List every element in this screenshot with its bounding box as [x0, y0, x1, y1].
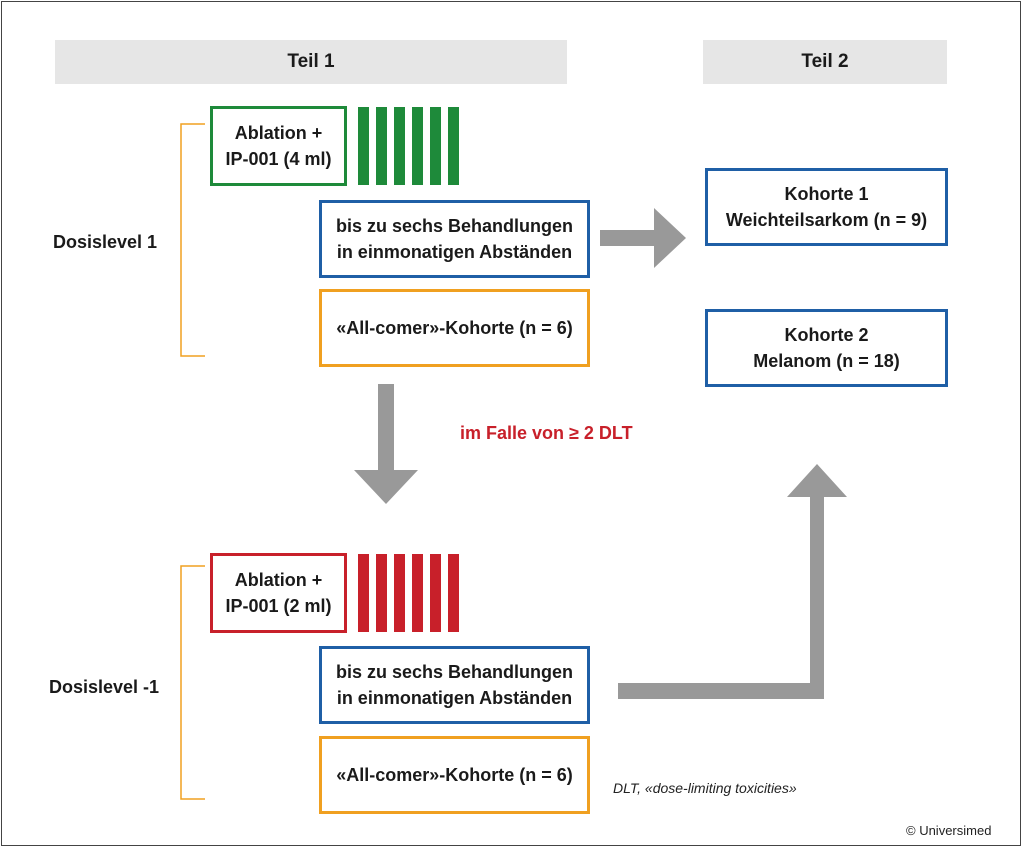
teil2-cohort1-line1: Kohorte 1	[784, 184, 869, 204]
level1-treatment-bar	[394, 107, 405, 185]
teil2-cohort1-line2: Weichteilsarkom (n = 9)	[725, 210, 928, 230]
arrow-down-to-level-minus1	[354, 384, 418, 504]
teil2-cohort1-box: Kohorte 1 Weichteilsarkom (n = 9)	[705, 168, 948, 246]
level1-ablation-line2: IP-001 (4 ml)	[225, 149, 332, 169]
level-minus1-label: Dosislevel -1	[49, 677, 160, 697]
level-minus1-treatment-bar	[376, 554, 387, 632]
level1-label: Dosislevel 1	[53, 232, 158, 252]
level-minus1-treatment-bar	[358, 554, 369, 632]
level1-treatment-bar	[358, 107, 369, 185]
level1-bracket	[180, 123, 205, 357]
level1-treatment-line1: bis zu sechs Behandlungen	[335, 216, 574, 236]
level1-treatment-bar	[448, 107, 459, 185]
level-minus1-treatment-box: bis zu sechs Behandlungen in einmonatige…	[319, 646, 590, 724]
level-minus1-ablation-box: Ablation + IP-001 (2 ml)	[210, 553, 347, 633]
teil2-header-text: Teil 2	[801, 51, 849, 72]
condition-label: im Falle von ≥ 2 DLT	[460, 423, 633, 443]
level-minus1-treatment-bar	[430, 554, 441, 632]
arrow-up-to-teil2	[618, 464, 847, 699]
teil1-header: Teil 1	[55, 40, 567, 84]
level1-treatment-bar	[412, 107, 423, 185]
teil2-cohort2-box: Kohorte 2 Melanom (n = 18)	[705, 309, 948, 387]
copyright: © Universimed	[906, 823, 992, 838]
level1-treatment-line2: in einmonatigen Abständen	[336, 242, 573, 262]
level-minus1-treatment-bars	[358, 554, 459, 632]
arrow-right-to-teil2	[600, 208, 686, 268]
teil1-header-text: Teil 1	[287, 51, 335, 72]
level-minus1-treatment-bar	[412, 554, 423, 632]
level-minus1-treatment-bar	[394, 554, 405, 632]
teil2-header: Teil 2	[703, 40, 947, 84]
footnote: DLT, «dose-limiting toxicities»	[613, 780, 797, 796]
level-minus1-treatment-line2: in einmonatigen Abständen	[336, 688, 573, 708]
level-minus1-cohort-box: «All-comer»-Kohorte (n = 6)	[319, 736, 590, 814]
level-minus1-ablation-line1: Ablation +	[234, 570, 323, 590]
level1-treatment-bar	[430, 107, 441, 185]
level1-cohort-box: «All-comer»-Kohorte (n = 6)	[319, 289, 590, 367]
level1-treatment-bars	[358, 107, 459, 185]
level1-treatment-box: bis zu sechs Behandlungen in einmonatige…	[319, 200, 590, 278]
teil2-cohort2-line1: Kohorte 2	[784, 325, 869, 345]
level-minus1-treatment-line1: bis zu sechs Behandlungen	[335, 662, 574, 682]
level1-ablation-box: Ablation + IP-001 (4 ml)	[210, 106, 347, 186]
level-minus1-bracket	[180, 565, 205, 800]
level1-treatment-bar	[376, 107, 387, 185]
level-minus1-cohort-text: «All-comer»-Kohorte (n = 6)	[336, 765, 573, 785]
level-minus1-ablation-line2: IP-001 (2 ml)	[225, 596, 332, 616]
level-minus1-treatment-bar	[448, 554, 459, 632]
teil2-cohort2-line2: Melanom (n = 18)	[753, 351, 900, 371]
level1-ablation-line1: Ablation +	[234, 123, 323, 143]
level1-cohort-text: «All-comer»-Kohorte (n = 6)	[336, 318, 573, 338]
